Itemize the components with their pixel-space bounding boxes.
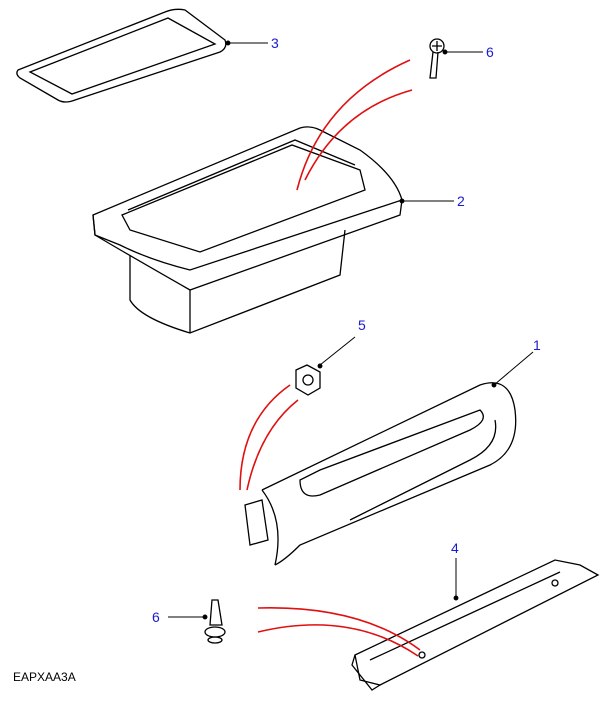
reference-code: EAPXAA3A [13,670,76,684]
callouts: 1 2 3 4 5 6 6 [152,35,541,625]
callout-1: 1 [533,337,541,353]
callout-5: 5 [358,317,366,333]
callout-3: 3 [271,35,279,51]
part-3-lid [16,8,268,103]
part-4-strip [351,558,600,691]
assembly-arrows [239,59,421,657]
callout-4: 4 [451,540,459,556]
part-5-nut [295,336,356,396]
callout-6-top: 6 [486,44,494,60]
callout-2: 2 [457,193,465,209]
part-2-storage-box [92,126,454,334]
callout-6-bottom: 6 [152,609,160,625]
part-6-screw-bottom [168,599,226,644]
part-6-screw-top [429,38,483,79]
part-1-handle [244,351,534,566]
